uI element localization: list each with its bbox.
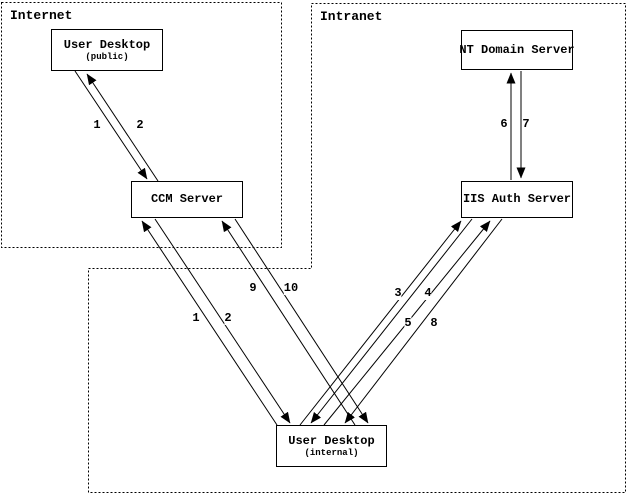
intranet-zone-label: Intranet — [320, 9, 383, 24]
edge-3-internal-to-iis — [299, 220, 462, 426]
node-iis-auth-server: IIS Auth Server — [461, 181, 573, 218]
edge-label-2-internal: 2 — [224, 311, 232, 325]
edge-label-1-public: 1 — [93, 118, 101, 132]
edge-label-7: 7 — [522, 117, 530, 131]
node-nt-domain-server: NT Domain Server — [459, 30, 575, 70]
edge-1-public-to-ccm — [74, 70, 148, 180]
edge-9-internal-to-ccm — [221, 220, 356, 426]
edge-label-9: 9 — [249, 281, 257, 295]
internet-zone-label: Internet — [10, 8, 73, 23]
node-title: CCM Server — [150, 192, 223, 206]
edge-label-6: 6 — [500, 117, 508, 131]
node-subtitle: (internal) — [304, 447, 359, 458]
edge-1-internal-to-ccm — [141, 220, 278, 426]
edge-label-1-internal: 1 — [192, 311, 200, 325]
node-user-desktop-public: User Desktop (public) — [51, 29, 163, 71]
node-subtitle: (public) — [85, 51, 129, 62]
edge-label-10: 10 — [283, 281, 299, 295]
node-ccm-server: CCM Server — [131, 181, 243, 218]
node-user-desktop-internal: User Desktop (internal) — [276, 425, 387, 467]
edge-label-2-public: 2 — [136, 118, 144, 132]
edge-label-8: 8 — [430, 316, 438, 330]
intranet-zone-border — [88, 3, 626, 493]
internet-zone-border — [1, 2, 282, 248]
node-title: NT Domain Server — [459, 42, 575, 57]
edge-label-3: 3 — [394, 286, 402, 300]
node-title: IIS Auth Server — [462, 192, 572, 206]
edge-2-ccm-to-internal — [154, 218, 291, 424]
node-title: User Desktop — [63, 37, 151, 52]
edge-8-iis-to-internal — [344, 218, 503, 424]
edge-label-5: 5 — [404, 316, 412, 330]
edge-4-iis-to-internal — [310, 218, 473, 424]
node-title: User Desktop — [288, 433, 375, 448]
edge-10-ccm-to-internal — [234, 218, 369, 424]
edge-label-4: 4 — [424, 286, 432, 300]
edge-2-ccm-to-public — [86, 73, 159, 182]
